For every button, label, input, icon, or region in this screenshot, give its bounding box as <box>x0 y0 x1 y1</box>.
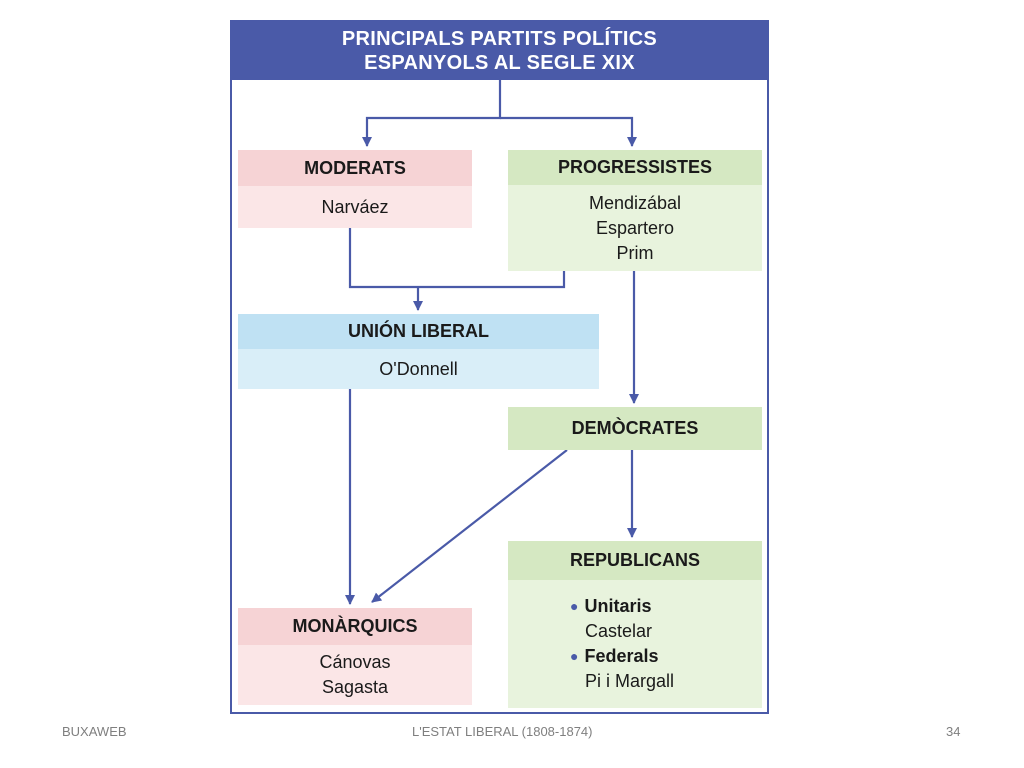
box-header: MODERATS <box>238 150 472 186</box>
arrow-title-to-progressistes <box>500 116 637 147</box>
box-header: UNIÓN LIBERAL <box>238 314 599 349</box>
group-leader: Pi i Margall <box>585 671 675 691</box>
bullet-icon: ● <box>570 598 579 614</box>
member-name: Mendizábal <box>588 192 682 213</box>
box-progressistes: PROGRESSISTES Mendizábal Espartero Prim <box>508 150 762 271</box>
group-federals: ● Federals <box>570 644 659 669</box>
arrow-democrates-to-monarquics <box>371 449 568 603</box>
box-body: ● Unitaris Castelar ● Federals Pi i Marg… <box>508 580 762 708</box>
title-line-1: PRINCIPALS PARTITS POLÍTICS <box>341 28 658 50</box>
group-leader: Castelar <box>585 621 653 641</box>
member-name: O'Donnell <box>379 358 458 379</box>
member-name: Sagasta <box>321 677 389 697</box>
box-header: PROGRESSISTES <box>508 150 762 185</box>
title-line-2: ESPANYOLS AL SEGLE XIX <box>364 52 635 74</box>
member-name: Prim <box>616 242 654 263</box>
group-unitaris: ● Unitaris <box>570 594 652 619</box>
box-republicans: REPUBLICANS ● Unitaris Castelar ● Federa… <box>508 541 762 708</box>
box-header: REPUBLICANS <box>508 541 762 580</box>
box-body: Mendizábal Espartero Prim <box>508 185 762 271</box>
footer-page-number: 34 <box>946 724 961 739</box>
box-monarquics: MONÀRQUICS Cánovas Sagasta <box>238 608 472 705</box>
box-union-liberal: UNIÓN LIBERAL O'Donnell <box>238 314 599 389</box>
member-name: Cánovas <box>319 652 391 672</box>
box-body: O'Donnell <box>238 349 599 389</box>
member-name: Espartero <box>595 217 675 238</box>
box-body: Cánovas Sagasta <box>238 645 472 705</box>
box-header: MONÀRQUICS <box>238 608 472 645</box>
box-democrates: DEMÒCRATES <box>508 407 762 450</box>
footer-left: BUXAWEB <box>62 724 127 739</box>
box-header: DEMÒCRATES <box>508 407 762 450</box>
arrow-title-to-moderats <box>362 80 502 147</box>
diagram-title: PRINCIPALS PARTITS POLÍTICS ESPANYOLS AL… <box>232 22 767 80</box>
group-name: Federals <box>584 646 659 666</box>
footer-center: L'ESTAT LIBERAL (1808-1874) <box>412 724 593 739</box>
box-moderats: MODERATS Narváez <box>238 150 472 228</box>
box-body: Narváez <box>238 186 472 228</box>
group-name: Unitaris <box>584 596 652 616</box>
arrow-moderats-progressistes-to-union <box>348 228 566 310</box>
member-name: Narváez <box>321 196 389 217</box>
bullet-icon: ● <box>570 648 579 664</box>
